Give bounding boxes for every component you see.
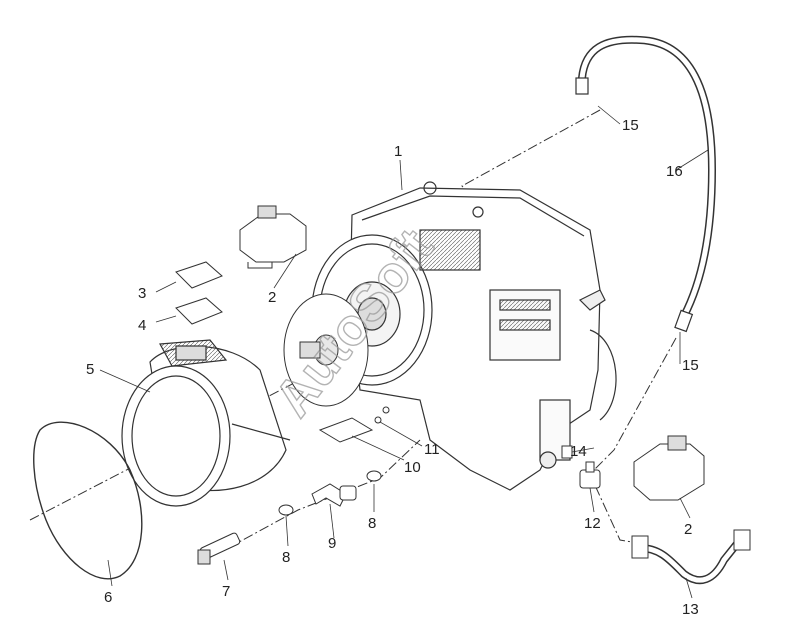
callout-16: 16 bbox=[666, 163, 683, 180]
callout-8-left: 8 bbox=[282, 549, 290, 566]
breather-fitting bbox=[579, 461, 601, 489]
callout-3: 3 bbox=[138, 285, 146, 302]
callout-5: 5 bbox=[86, 361, 94, 378]
callout-1: 1 bbox=[394, 143, 402, 160]
seal-plate bbox=[318, 417, 374, 443]
hydraulic-hose bbox=[575, 35, 717, 333]
callout-6: 6 bbox=[104, 589, 112, 606]
callout-8-right: 8 bbox=[368, 515, 376, 532]
callout-14: 14 bbox=[570, 443, 587, 460]
callout-labels: 1 2 2 3 4 5 6 7 8 8 9 10 11 12 13 14 15 … bbox=[86, 117, 699, 618]
flex-plate bbox=[283, 293, 369, 407]
callout-4: 4 bbox=[138, 317, 146, 334]
callout-9: 9 bbox=[328, 535, 336, 552]
callout-13: 13 bbox=[682, 601, 699, 618]
callout-2-right: 2 bbox=[684, 521, 692, 538]
callout-12: 12 bbox=[584, 515, 601, 532]
callout-2-left: 2 bbox=[268, 289, 276, 306]
callout-7: 7 bbox=[222, 583, 230, 600]
bell-housing bbox=[121, 339, 291, 507]
screw bbox=[374, 406, 390, 424]
callout-15-bottom: 15 bbox=[682, 357, 699, 374]
callout-11: 11 bbox=[424, 441, 440, 458]
engine-mount-right bbox=[633, 435, 705, 501]
housing-gasket bbox=[33, 421, 143, 580]
callout-10: 10 bbox=[404, 459, 421, 476]
callout-15-top: 15 bbox=[622, 117, 639, 134]
pipe bbox=[631, 529, 751, 585]
cover-gasket bbox=[175, 297, 223, 325]
cover-plate bbox=[175, 261, 223, 289]
hose-clamp-left bbox=[278, 504, 294, 516]
hose-elbow bbox=[311, 483, 357, 507]
leader-lines bbox=[99, 105, 709, 599]
engine-mount-left bbox=[239, 205, 307, 269]
hose-clamp-right bbox=[366, 470, 382, 482]
sensor bbox=[197, 532, 241, 565]
